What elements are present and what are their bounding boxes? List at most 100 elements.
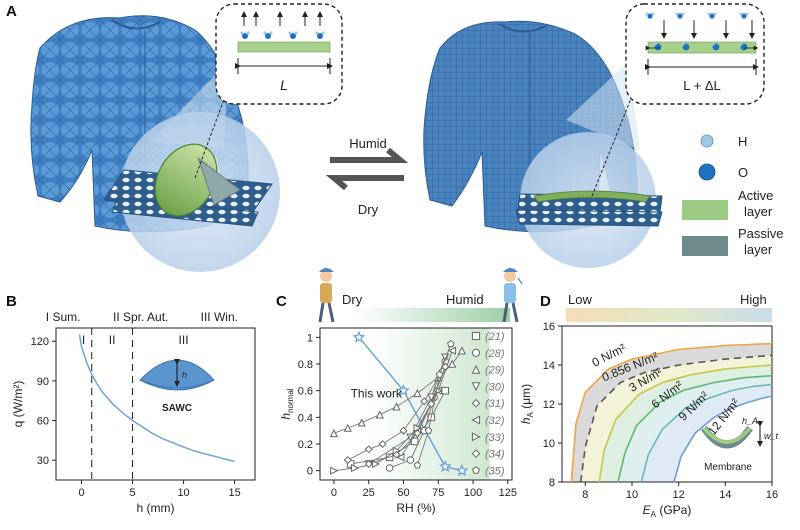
x-tick-label: 0 xyxy=(78,487,84,499)
panel-a-legend: H O Active layer Passive layer xyxy=(682,134,784,257)
data-point xyxy=(471,398,481,408)
dry-arrow-label: Dry xyxy=(358,202,379,217)
length-label: L xyxy=(280,77,288,93)
data-point xyxy=(471,348,481,357)
legend-o: O xyxy=(698,163,748,181)
data-point xyxy=(330,466,339,475)
data-point xyxy=(457,346,467,355)
chart-c-ylabel: hnormal xyxy=(279,388,295,419)
season-label: III Win. xyxy=(201,310,238,324)
panel-a-label: A xyxy=(6,3,17,20)
membrane-inset: h_A w_t Membrane xyxy=(701,416,779,473)
legend-entry: (21) xyxy=(485,331,505,343)
x-tick-label: 5 xyxy=(129,487,135,499)
humid-arrow-label: Humid xyxy=(349,136,387,151)
y-tick-label: 0.6 xyxy=(298,386,313,398)
oxygen-icon xyxy=(698,163,716,181)
season-label: II Spr. Aut. xyxy=(113,310,168,324)
chart-d-bands xyxy=(571,343,772,482)
active-layer-swatch xyxy=(682,200,728,220)
region-band xyxy=(641,384,772,482)
legend-entry: (28) xyxy=(485,348,505,360)
panel-c-label: C xyxy=(276,293,287,310)
legend-entry: (32) xyxy=(485,415,505,427)
data-point xyxy=(420,397,429,406)
data-point xyxy=(427,393,436,402)
chart-b-xlabel: h (mm) xyxy=(137,501,175,515)
chart-b-frame xyxy=(55,327,256,481)
data-point xyxy=(438,460,452,473)
data-point xyxy=(396,453,405,462)
x-tick-label: 16 xyxy=(766,489,778,501)
person-humid-icon xyxy=(502,268,523,323)
length-label-humid: L + ΔL xyxy=(683,78,720,93)
data-point xyxy=(441,386,450,395)
stiffness-band xyxy=(566,308,772,322)
region-label: II xyxy=(109,333,116,347)
data-point xyxy=(435,370,444,378)
data-point xyxy=(471,364,481,374)
x-tick-label: 15 xyxy=(228,487,240,499)
dry-label: Dry xyxy=(342,292,363,307)
sawc-inset: h SAWC xyxy=(139,359,215,414)
data-point xyxy=(455,464,469,477)
x-tick-label: 50 xyxy=(397,487,409,499)
callout-dry: L xyxy=(194,3,343,179)
legend-entry: (34) xyxy=(485,449,505,461)
legend-entry: (29) xyxy=(485,365,505,377)
sawc-h-label: h xyxy=(182,370,187,380)
region-band xyxy=(599,365,772,482)
data-point xyxy=(351,463,360,473)
season-label: I Sum. xyxy=(46,310,81,324)
data-point xyxy=(385,464,394,472)
panel-d-label: D xyxy=(540,293,551,310)
data-point xyxy=(471,382,481,392)
data-point xyxy=(357,418,366,427)
legend-entry: (33) xyxy=(485,432,505,444)
data-point xyxy=(413,429,422,438)
y-tick-label: 60 xyxy=(37,416,49,428)
region-label: III xyxy=(179,333,189,347)
series-ref-9 xyxy=(413,340,455,469)
data-point xyxy=(448,359,457,368)
series-line xyxy=(570,342,773,483)
region-band xyxy=(571,343,772,482)
chart-d-xlabel: EA (GPa) xyxy=(643,503,692,519)
water-molecules-entering xyxy=(645,12,755,51)
humid-dry-arrows: Humid Dry xyxy=(325,136,409,217)
data-point xyxy=(413,461,422,469)
y-tick-label: 0 xyxy=(307,466,313,478)
data-point xyxy=(471,449,481,458)
chart-b-ylabel: q (W/m²) xyxy=(11,381,25,428)
y-tick-label: 16 xyxy=(543,321,555,333)
x-tick-label: 10 xyxy=(626,489,638,501)
legend-entry: (31) xyxy=(485,398,505,410)
y-tick-label: 0.4 xyxy=(298,412,313,424)
this-work-label: This work xyxy=(351,386,403,400)
y-tick-label: 10 xyxy=(543,438,555,450)
data-point xyxy=(410,437,419,446)
y-tick-label: 12 xyxy=(543,399,555,411)
region-band xyxy=(580,355,772,482)
x-tick-label: 75 xyxy=(432,487,444,499)
data-point xyxy=(364,459,373,469)
data-point xyxy=(392,402,401,411)
x-tick-label: 0 xyxy=(331,487,337,499)
data-point xyxy=(397,384,410,397)
series-line xyxy=(640,383,773,483)
x-tick-label: 10 xyxy=(177,487,189,499)
y-tick-label: 0.8 xyxy=(298,359,313,371)
high-label: High xyxy=(740,292,767,307)
inset-ha-label: h_A xyxy=(742,416,758,426)
legend-active-layer: Active layer xyxy=(682,188,773,220)
hydrogen-icon xyxy=(700,134,714,148)
data-point xyxy=(427,399,436,409)
